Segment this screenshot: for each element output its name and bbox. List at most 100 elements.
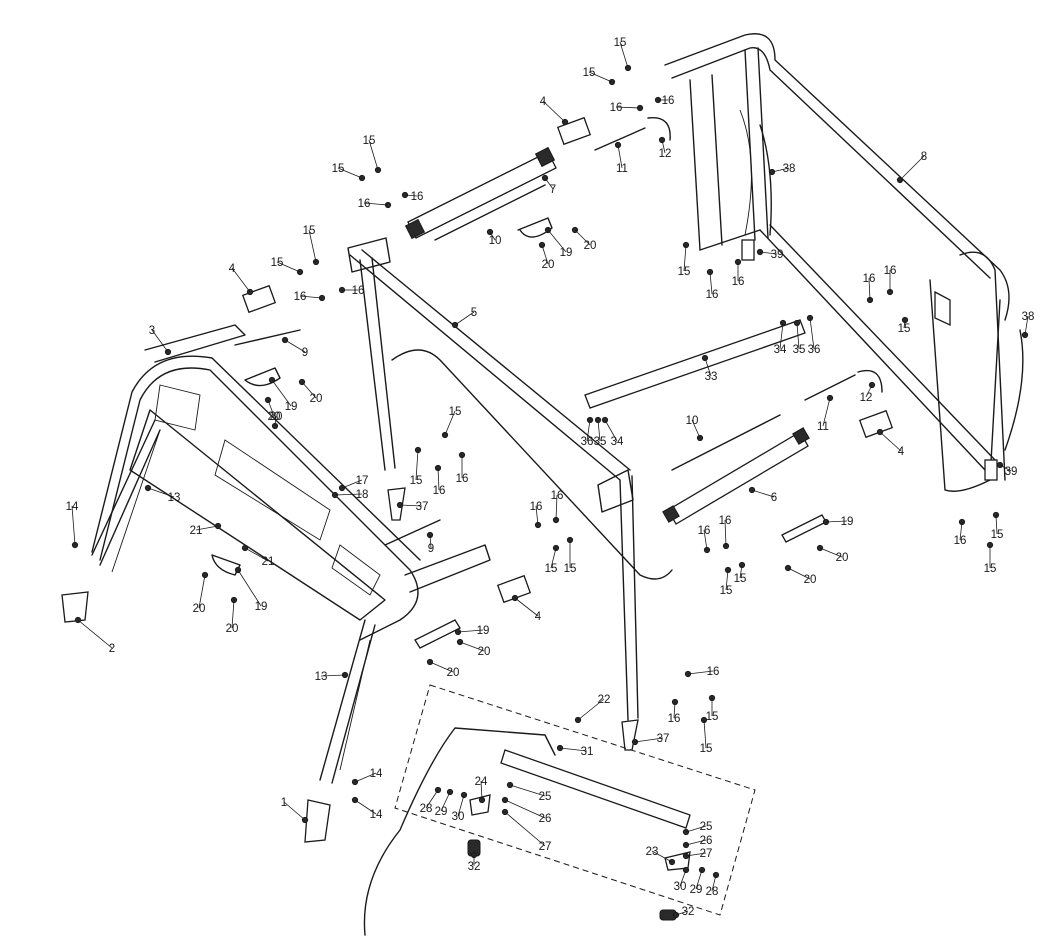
callout-c20k: 20 — [270, 411, 283, 423]
callout-c16s: 16 — [954, 535, 967, 547]
callout-c26a: 26 — [539, 813, 552, 825]
leader-c26b — [685, 839, 707, 846]
part-crossbar-33 — [584, 319, 806, 409]
leader-c13a — [147, 487, 175, 498]
callout-c20j: 20 — [804, 574, 817, 586]
part-handle-19b — [244, 367, 281, 387]
leader-c16j — [555, 494, 558, 521]
leader-c37a — [399, 504, 423, 507]
callout-c17: 17 — [356, 475, 369, 487]
leader-c21a — [195, 525, 219, 531]
callout-c39a: 39 — [771, 249, 784, 261]
leader-c16f — [299, 295, 323, 299]
callout-c20i: 20 — [836, 552, 849, 564]
callout-c34a: 34 — [774, 344, 787, 356]
leader-c15b — [588, 71, 613, 83]
leader-c16k — [703, 529, 708, 551]
callout-c15h: 15 — [410, 475, 423, 487]
leader-c8 — [899, 155, 925, 181]
leader-c12a — [661, 139, 666, 154]
callout-c10b: 10 — [686, 415, 699, 427]
leader-c20k — [274, 415, 277, 427]
callout-c14a: 14 — [66, 501, 79, 513]
callout-c19b: 19 — [285, 401, 298, 413]
leader-c7 — [544, 177, 554, 190]
part-rod-10-upper — [434, 184, 546, 241]
leader-c16s — [959, 521, 963, 541]
callout-c19d: 19 — [477, 625, 490, 637]
callout-c8: 8 — [921, 151, 927, 163]
callout-c16m: 16 — [707, 666, 720, 678]
leader-c20e — [198, 574, 206, 609]
callout-c16h: 16 — [456, 473, 469, 485]
leader-c4c — [514, 597, 539, 617]
callout-c20a: 20 — [542, 259, 555, 271]
callout-c30b: 30 — [674, 881, 687, 893]
leader-c1 — [283, 801, 306, 821]
leader-c29b — [695, 869, 703, 890]
leader-c26a — [504, 799, 546, 819]
callout-c16a: 16 — [662, 95, 675, 107]
callout-c25b: 25 — [700, 821, 713, 833]
callout-c6: 6 — [771, 492, 777, 504]
leader-c22 — [577, 698, 605, 721]
leader-c16b — [615, 106, 641, 109]
leader-c38b — [1024, 315, 1029, 336]
callout-c33: 33 — [705, 371, 718, 383]
part-cable-22 — [363, 727, 556, 936]
callout-c14c: 14 — [370, 809, 383, 821]
callout-c16o: 16 — [706, 289, 719, 301]
leader-c10a — [489, 231, 496, 241]
leader-c16o — [709, 271, 713, 295]
callout-c32b: 32 — [682, 906, 695, 918]
callout-c15a: 15 — [614, 37, 627, 49]
part-rod-9-upper — [234, 329, 301, 346]
callout-c7: 7 — [550, 184, 556, 196]
callout-c39b: 39 — [1005, 466, 1018, 478]
callout-c15o: 15 — [678, 266, 691, 278]
callout-c21a: 21 — [190, 525, 203, 537]
callout-c9a: 9 — [302, 347, 308, 359]
callout-c12a: 12 — [659, 148, 672, 160]
leader-c15c — [368, 139, 379, 171]
part-mount-37b — [621, 719, 639, 751]
callout-c26b: 26 — [700, 835, 713, 847]
leader-c16m — [687, 670, 714, 675]
leader-c19e — [825, 520, 848, 523]
callout-c21b: 21 — [262, 556, 275, 568]
callout-c28b: 28 — [706, 886, 719, 898]
leader-c13b — [320, 674, 346, 677]
part-mid-bar-6 — [662, 427, 810, 525]
callout-c23: 23 — [646, 846, 659, 858]
leader-c15n — [703, 719, 707, 749]
callout-c10a: 10 — [489, 235, 502, 247]
callout-c37b: 37 — [657, 733, 670, 745]
callout-c11b: 11 — [817, 421, 829, 433]
part-spring-19d — [414, 619, 461, 649]
leader-c3 — [151, 329, 169, 353]
part-upper-bar-7 — [404, 146, 557, 240]
leader-c30a — [457, 794, 465, 817]
leader-c4d — [879, 431, 902, 452]
callout-c19a: 19 — [560, 247, 573, 259]
leader-c20f — [231, 599, 235, 629]
leader-c16l — [724, 519, 727, 547]
leader-c16c — [404, 194, 418, 197]
callout-c15c: 15 — [363, 135, 376, 147]
leader-c6 — [751, 489, 775, 498]
callout-c36b: 36 — [581, 436, 594, 448]
callout-c27a: 27 — [539, 841, 552, 853]
leader-c15i — [550, 547, 557, 569]
callout-c18: 18 — [356, 489, 369, 501]
leader-c5 — [454, 311, 475, 326]
callout-c11a: 11 — [616, 163, 628, 175]
callout-c16f: 16 — [294, 291, 307, 303]
part-rail-22 — [500, 749, 691, 829]
callout-c25a: 25 — [539, 791, 552, 803]
callout-c15k: 15 — [720, 585, 733, 597]
callout-c38a: 38 — [783, 163, 796, 175]
leader-c15g — [444, 410, 456, 436]
leader-c23 — [651, 850, 673, 863]
leader-c20a — [541, 244, 549, 265]
leader-c30b — [679, 869, 687, 887]
